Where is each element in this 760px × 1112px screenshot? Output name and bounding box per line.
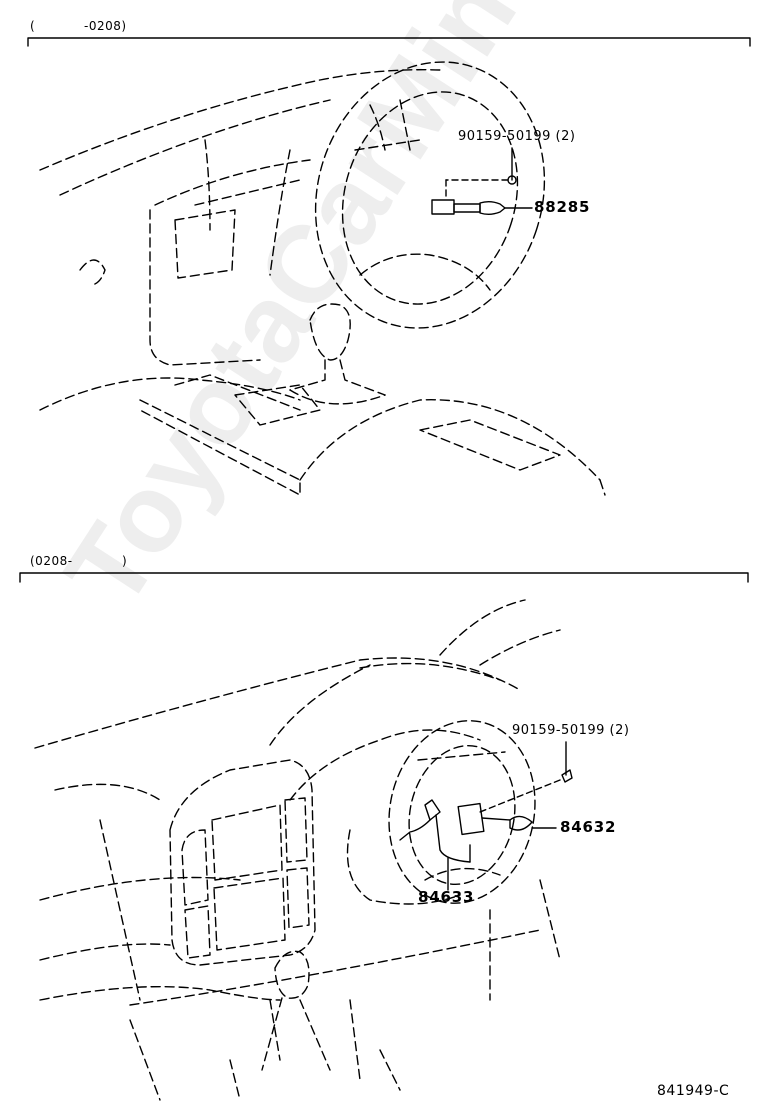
part-label-88285: 88285	[534, 198, 591, 216]
section-bracket-1	[27, 37, 751, 47]
range-label-2-close: )	[122, 554, 128, 568]
part-label-84633: 84633	[418, 888, 475, 906]
bolt-2	[479, 741, 573, 813]
steering-wheel-2	[388, 720, 536, 904]
shift-knob-1	[289, 303, 386, 405]
center-console-panel	[169, 759, 316, 966]
range-label-1-open: (	[30, 19, 36, 33]
range-label-2-value: (0208-	[30, 554, 73, 568]
bolt-1	[445, 147, 517, 199]
switch-88285	[431, 199, 533, 215]
harness-84633	[399, 799, 471, 891]
shift-knob-2	[261, 950, 331, 1071]
part-label-84632: 84632	[560, 818, 617, 836]
switch-84632	[457, 802, 557, 836]
dashboard-1-outline	[39, 69, 606, 496]
steering-wheel-1	[314, 61, 546, 329]
illustration-code: 841949-C	[657, 1083, 730, 1099]
part-label-90159-50199-2: 90159-50199 (2)	[512, 723, 630, 738]
part-label-90159-50199-1: 90159-50199 (2)	[458, 129, 576, 144]
dashboard-2-outline	[34, 599, 561, 1101]
range-label-1-value: -0208)	[84, 19, 127, 33]
section-bracket-2	[19, 572, 749, 583]
